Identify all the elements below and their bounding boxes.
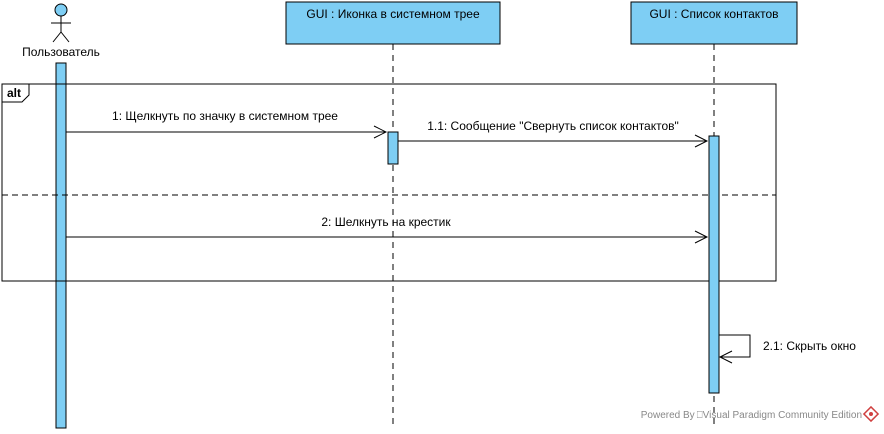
alt-fragment-tab (1, 83, 30, 103)
message-2-arrow[interactable] (66, 230, 709, 244)
alt-fragment-label: alt (7, 86, 21, 100)
message-1-1-label: 1.1: Сообщение "Свернуть список контакто… (427, 119, 679, 133)
message-1-label: 1: Щелкнуть по значку в системном трее (112, 109, 338, 123)
lifeline-head-tray[interactable] (285, 1, 501, 45)
actor-activation-bar[interactable] (55, 62, 67, 429)
tray-activation-bar[interactable] (387, 131, 399, 165)
lifeline-head-contacts[interactable] (630, 1, 798, 45)
lifeline-label-tray: GUI : Иконка в системном трее (306, 7, 480, 21)
message-2-1-self-arrow[interactable] (718, 334, 751, 364)
message-1-arrow[interactable] (66, 125, 388, 139)
lifeline-label-contacts: GUI : Список контактов (649, 7, 778, 21)
contacts-activation-bar[interactable] (708, 135, 720, 394)
message-2-label: 2: Шелкнуть на крестик (321, 215, 451, 229)
actor-icon[interactable] (51, 3, 71, 43)
message-1-1-arrow[interactable] (398, 134, 709, 148)
message-2-1-label: 2.1: Скрыть окно (763, 339, 856, 353)
actor-label: Пользователь (22, 45, 100, 59)
visual-paradigm-logo-icon (862, 405, 880, 423)
footer-watermark: Powered By ⎕Visual Paradigm Community Ed… (641, 410, 862, 421)
alt-fragment[interactable] (1, 83, 777, 282)
